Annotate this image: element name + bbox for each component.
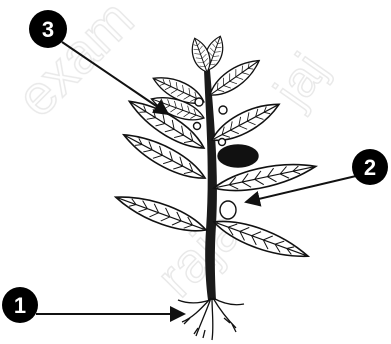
callout-3-label: 3 [42, 17, 54, 42]
callout-2-label: 2 [364, 155, 376, 180]
callout-1-label: 1 [14, 293, 26, 318]
callout-1: 1 [2, 287, 184, 323]
svg-text:exam: exam [4, 0, 145, 128]
